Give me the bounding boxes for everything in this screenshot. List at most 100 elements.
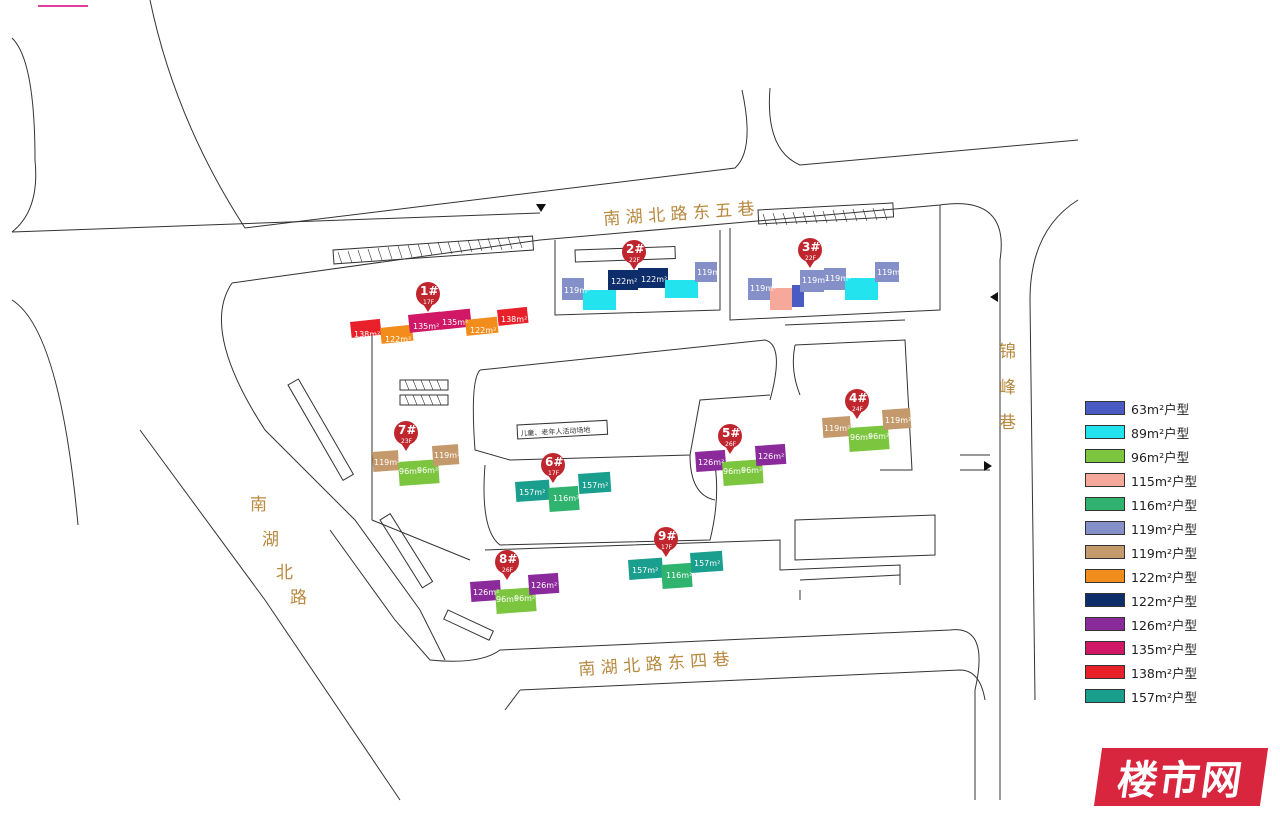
marker-4[interactable]: 4# 24F [845, 389, 869, 419]
parking-hatch [337, 207, 888, 406]
legend-item: 157m²户型 [1085, 684, 1215, 708]
legend-label: 116m²户型 [1131, 497, 1198, 513]
building-1: 138m² 122m² 135m² 135m² 122m² 138m² [350, 306, 529, 344]
legend-swatch [1085, 545, 1125, 559]
unit-9-157a: 157m² [632, 566, 658, 575]
legend-swatch [1085, 641, 1125, 655]
unit-3-119c: 119m² [825, 274, 851, 283]
road-label-east-3: 巷 [999, 413, 1016, 433]
marker-3[interactable]: 3# 22F [798, 238, 822, 268]
legend-item: 115m²户型 [1085, 468, 1215, 492]
marker-6[interactable]: 6# 17F [541, 453, 565, 483]
unit-9-157b: 157m² [694, 559, 720, 568]
svg-text:6#: 6# [545, 455, 563, 469]
legend-item: 119m²户型 [1085, 540, 1215, 564]
unit-3-119b: 119m² [802, 276, 828, 285]
legend-label: 96m²户型 [1131, 449, 1190, 465]
unit-5-126b: 126m² [758, 452, 784, 461]
building-8: 126m² 96m² 96m² 126m² [470, 572, 560, 614]
legend-label: 122m²户型 [1131, 593, 1198, 609]
legend-swatch [1085, 401, 1125, 415]
top-accent-line [38, 5, 88, 7]
legend-label: 135m²户型 [1131, 641, 1198, 657]
unit-1-122a: 122m² [385, 335, 411, 344]
marker-7[interactable]: 7# 23F [394, 421, 418, 451]
legend-item: 122m²户型 [1085, 564, 1215, 588]
legend-label: 126m²户型 [1131, 617, 1198, 633]
legend-swatch [1085, 449, 1125, 463]
legend-item: 89m²户型 [1085, 420, 1215, 444]
marker-5[interactable]: 5# 26F [718, 424, 742, 454]
unit-6-157b: 157m² [582, 481, 608, 490]
svg-text:2#: 2# [626, 242, 644, 256]
site-logo: 楼市网 [1093, 748, 1269, 806]
road-label-east-2: 峰 [999, 378, 1016, 398]
road-outlines [11, 0, 1079, 801]
road-label-east-1: 锦 [999, 342, 1016, 362]
legend-swatch [1085, 425, 1125, 439]
legend-label: 138m²户型 [1131, 665, 1198, 681]
svg-text:3#: 3# [802, 240, 820, 254]
legend-swatch [1085, 593, 1125, 607]
unit-4-96b: 96m² [868, 432, 889, 441]
svg-text:22F: 22F [629, 257, 641, 264]
building-7: 119m² 96m² 96m² 119m² [371, 444, 460, 486]
parking-strips [287, 202, 895, 641]
unit-5-126a: 126m² [698, 458, 724, 467]
unit-5-96a: 96m² [723, 467, 744, 476]
svg-text:24F: 24F [852, 406, 864, 413]
entrance-arrows [536, 204, 998, 471]
unit-4-96a: 96m² [850, 433, 871, 442]
svg-text:1#: 1# [420, 284, 438, 298]
marker-2[interactable]: 2# 22F [622, 240, 646, 270]
marker-8[interactable]: 8# 26F [495, 550, 519, 580]
unit-2-119b: 119m² [697, 268, 723, 277]
unit-1-122b: 122m² [470, 326, 496, 335]
svg-text:5#: 5# [722, 426, 740, 440]
unit-1-138a: 138m² [354, 330, 380, 339]
marker-1[interactable]: 1# 17F [416, 282, 440, 312]
svg-text:8#: 8# [499, 552, 517, 566]
building-4: 119m² 96m² 96m² 119m² [822, 408, 912, 452]
legend-label: 89m²户型 [1131, 425, 1190, 441]
unit-6-116a: 116m² [553, 494, 579, 503]
legend-item: 135m²户型 [1085, 636, 1215, 660]
legend-swatch [1085, 521, 1125, 535]
unit-8-96b: 96m² [514, 594, 535, 603]
road-label-north: 南 湖 北 路 东 五 巷 [603, 199, 755, 230]
legend-swatch [1085, 497, 1125, 511]
svg-text:26F: 26F [502, 567, 514, 574]
legend-item: 119m²户型 [1085, 516, 1215, 540]
road-label-west-4: 路 [290, 588, 307, 608]
unit-7-119b: 119m² [434, 451, 460, 460]
legend-label: 115m²户型 [1131, 473, 1198, 489]
legend-item: 116m²户型 [1085, 492, 1215, 516]
unit-1-135a: 135m² [413, 322, 439, 331]
unit-8-96a: 96m² [496, 595, 517, 604]
svg-text:23F: 23F [401, 438, 413, 445]
building-5: 126m² 96m² 96m² 126m² [695, 443, 787, 486]
svg-text:7#: 7# [398, 423, 416, 437]
legend-swatch [1085, 473, 1125, 487]
unit-5-96b: 96m² [741, 466, 762, 475]
svg-text:4#: 4# [849, 391, 867, 405]
unit-9-116a: 116m² [666, 571, 692, 580]
legend-item: 126m²户型 [1085, 612, 1215, 636]
legend-item: 96m²户型 [1085, 444, 1215, 468]
unit-4-119a: 119m² [824, 424, 850, 433]
legend-label: 119m²户型 [1131, 521, 1198, 537]
unit-1-135b: 135m² [442, 318, 468, 327]
legend-swatch [1085, 569, 1125, 583]
unit-2-119a: 119m² [564, 286, 590, 295]
marker-9[interactable]: 9# 17F [654, 527, 678, 557]
unit-3-119a: 119m² [750, 284, 776, 293]
unit-7-96a: 96m² [399, 467, 420, 476]
road-label-south: 南 湖 北 路 东 四 巷 [578, 650, 730, 681]
building-2: 119m² 122m² 122m² 119m² [562, 262, 723, 310]
legend-label: 119m²户型 [1131, 545, 1198, 561]
legend-item: 63m²户型 [1085, 396, 1215, 420]
svg-text:26F: 26F [725, 441, 737, 448]
road-label-west-3: 北 [276, 563, 293, 583]
unit-type-legend: 63m²户型 89m²户型 96m²户型 115m²户型 116m²户型 119… [1085, 396, 1215, 708]
